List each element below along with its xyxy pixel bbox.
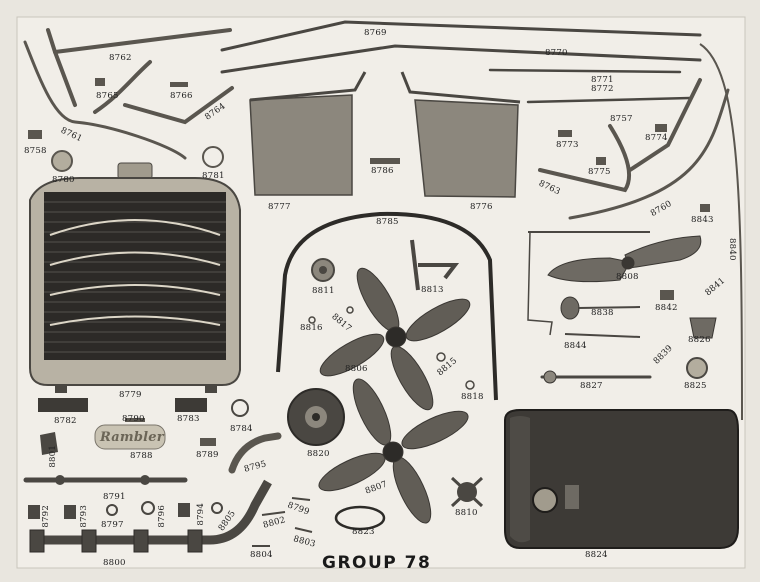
- part-8838: [560, 296, 641, 320]
- part-label-8843: 8843: [691, 215, 714, 225]
- part-label-8784: 8784: [230, 424, 253, 434]
- part-label-8780: 8780: [52, 175, 75, 185]
- part-label-8792: 8792: [41, 505, 51, 528]
- fender-8776: [400, 71, 521, 198]
- part-label-8783: 8783: [177, 414, 200, 424]
- part-label-8770: 8770: [545, 48, 568, 58]
- part-label-8774: 8774: [645, 133, 668, 143]
- part-label-8758: 8758: [24, 146, 47, 156]
- manifold-8800: [29, 479, 272, 553]
- part-label-8781: 8781: [202, 171, 225, 181]
- part-label-8825: 8825: [684, 381, 707, 391]
- bracket-8761: [23, 40, 187, 160]
- part-label-8826: 8826: [688, 335, 711, 345]
- fan-8806: [319, 267, 471, 411]
- part-label-8796: 8796: [157, 505, 167, 528]
- part-label-8766: 8766: [170, 91, 193, 101]
- part-label-8806: 8806: [345, 364, 368, 374]
- part-label-8791: 8791: [103, 492, 126, 502]
- part-label-8824: 8824: [585, 550, 608, 560]
- part-label-8801: 8801: [48, 445, 58, 468]
- part-label-8797: 8797: [101, 520, 124, 530]
- part-label-8765: 8765: [96, 91, 119, 101]
- part-label-8800: 8800: [103, 558, 126, 568]
- part-label-8810: 8810: [455, 508, 478, 518]
- fender-8777: [249, 71, 367, 196]
- part-label-8816: 8816: [300, 323, 323, 333]
- part-label-8811: 8811: [312, 286, 335, 296]
- bracket-8764: [93, 60, 234, 125]
- rod-8770: [220, 44, 702, 74]
- fan-blade-8808: [547, 235, 702, 283]
- part-label-8840: 8840: [727, 238, 737, 261]
- part-label-8776: 8776: [470, 202, 493, 212]
- fan-8807: [318, 378, 469, 524]
- part-label-8779: 8779: [119, 390, 142, 400]
- rod-8760: [568, 88, 730, 220]
- part-label-8844: 8844: [564, 341, 587, 351]
- part-label-8775: 8775: [588, 167, 611, 177]
- part-label-8786: 8786: [371, 166, 394, 176]
- part-label-8788: 8788: [130, 451, 153, 461]
- bracket-8813: [410, 239, 460, 291]
- rod-8772: [526, 96, 692, 104]
- bracket-8757: [538, 78, 702, 193]
- part-label-8785: 8785: [376, 217, 399, 227]
- part-label-8808: 8808: [616, 272, 639, 282]
- part-label-8823: 8823: [352, 527, 375, 537]
- part-label-8790: 8790: [122, 414, 145, 424]
- part-label-8771: 8771: [591, 75, 614, 85]
- rod-8840: [699, 43, 743, 421]
- part-label-8769: 8769: [364, 28, 387, 38]
- radiator-8779: [29, 162, 241, 393]
- gasket-8823: [334, 505, 386, 531]
- part-label-8838: 8838: [591, 308, 614, 318]
- part-label-8757: 8757: [610, 114, 633, 124]
- part-label-8842: 8842: [655, 303, 678, 313]
- part-8810: [450, 476, 484, 508]
- bracket-8762: [46, 28, 232, 107]
- part-label-8794: 8794: [196, 503, 206, 526]
- part-label-8793: 8793: [79, 505, 89, 528]
- part-label-8818: 8818: [461, 392, 484, 402]
- part-label-8782: 8782: [54, 416, 77, 426]
- shroud-8785: [276, 211, 498, 401]
- radiator-badge-text: Rambler: [100, 430, 164, 445]
- rod-8771: [488, 68, 682, 74]
- rod-8769: [220, 20, 702, 52]
- radiator-badge-8788: [94, 424, 166, 450]
- part-label-8772: 8772: [591, 84, 614, 94]
- part-label-8827: 8827: [580, 381, 603, 391]
- part-label-8762: 8762: [109, 53, 132, 63]
- part-label-8804: 8804: [250, 550, 273, 560]
- part-label-8820: 8820: [307, 449, 330, 459]
- part-label-8777: 8777: [268, 202, 291, 212]
- plate-caption: GROUP 78: [322, 553, 432, 573]
- part-label-8789: 8789: [196, 450, 219, 460]
- fuel-tank-8824: [504, 409, 739, 549]
- part-label-8773: 8773: [556, 140, 579, 150]
- part-label-8813: 8813: [421, 285, 444, 295]
